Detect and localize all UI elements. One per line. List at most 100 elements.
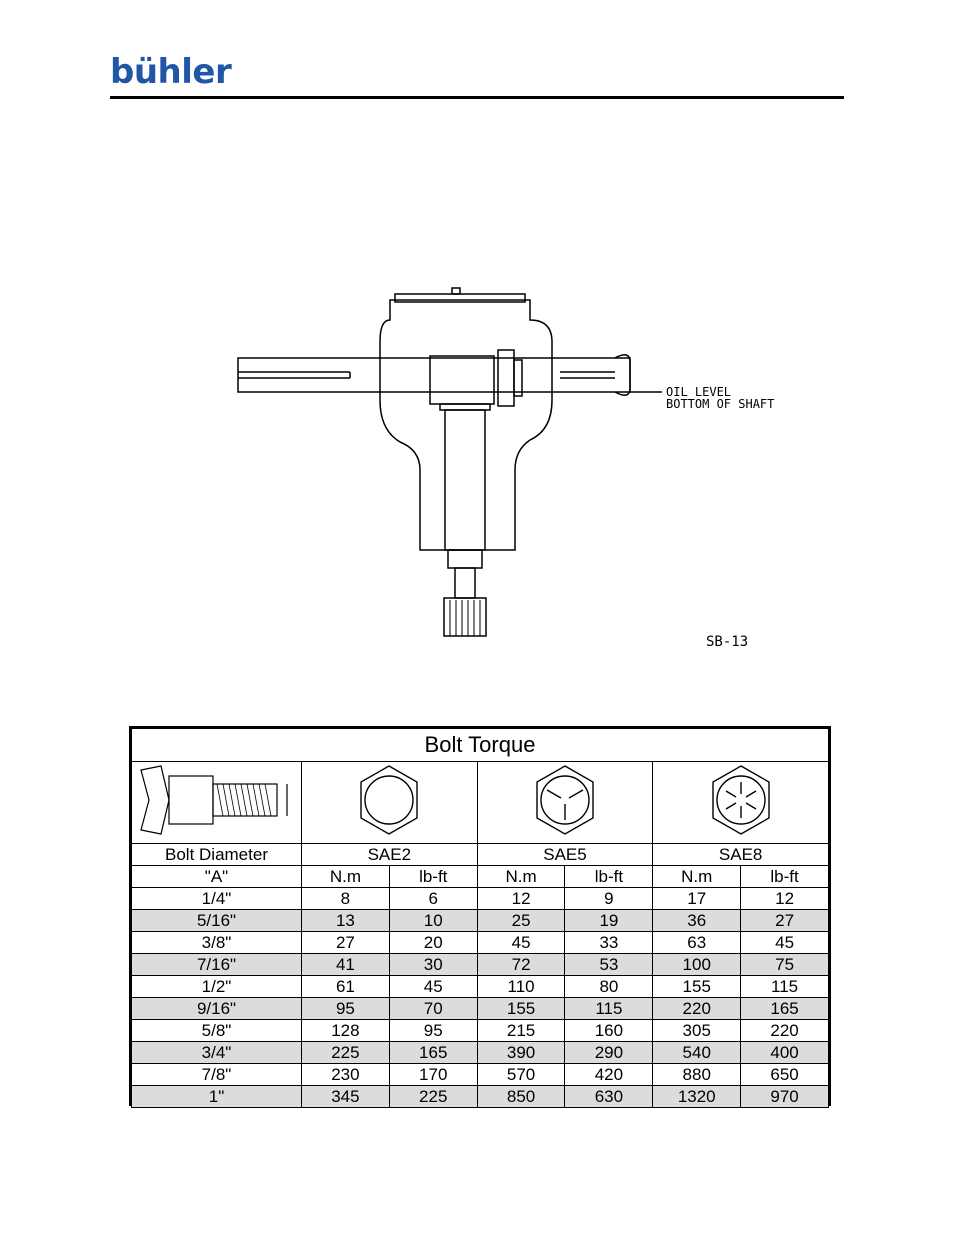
torque-value-cell: 45 [388, 975, 478, 998]
torque-value-cell: 30 [388, 953, 478, 976]
torque-value-cell: 155 [652, 975, 742, 998]
torque-value-cell: 80 [564, 975, 654, 998]
torque-value-cell: 36 [652, 909, 742, 932]
torque-value-cell: 170 [388, 1063, 478, 1086]
torque-value-cell: 305 [652, 1019, 742, 1042]
torque-value-cell: 400 [740, 1041, 829, 1064]
bolt-diameter-sub: "A" [131, 865, 302, 888]
torque-value-cell: 650 [740, 1063, 829, 1086]
torque-value-cell: 165 [388, 1041, 478, 1064]
bolt-diameter-cell: 5/8" [131, 1019, 302, 1042]
sae5-head-icon [476, 761, 654, 844]
grade-sae5: SAE5 [476, 843, 654, 866]
torque-value-cell: 70 [388, 997, 478, 1020]
torque-value-cell: 9 [564, 887, 654, 910]
torque-value-cell: 1320 [652, 1085, 742, 1108]
torque-value-cell: 290 [564, 1041, 654, 1064]
torque-value-cell: 27 [740, 909, 829, 932]
sae8-head-icon [652, 761, 829, 844]
unit-header: N.m [301, 865, 390, 888]
torque-value-cell: 115 [564, 997, 654, 1020]
torque-value-cell: 225 [388, 1085, 478, 1108]
bolt-diameter-cell: 1" [131, 1085, 302, 1108]
torque-value-cell: 100 [652, 953, 742, 976]
drawing-ref: SB-13 [706, 634, 749, 650]
torque-value-cell: 45 [476, 931, 566, 954]
torque-value-cell: 970 [740, 1085, 829, 1108]
torque-value-cell: 155 [476, 997, 566, 1020]
bolt-diameter-cell: 5/16" [131, 909, 302, 932]
unit-header: N.m [476, 865, 566, 888]
torque-value-cell: 6 [388, 887, 478, 910]
torque-value-cell: 10 [388, 909, 478, 932]
torque-value-cell: 63 [652, 931, 742, 954]
torque-value-cell: 72 [476, 953, 566, 976]
torque-value-cell: 61 [301, 975, 390, 998]
bolt-diameter-cell: 1/4" [131, 887, 302, 910]
torque-value-cell: 33 [564, 931, 654, 954]
torque-value-cell: 95 [388, 1019, 478, 1042]
torque-value-cell: 8 [301, 887, 390, 910]
torque-value-cell: 110 [476, 975, 566, 998]
bolt-diameter-cell: 9/16" [131, 997, 302, 1020]
oil-level-label: OIL LEVEL [666, 385, 732, 399]
torque-value-cell: 345 [301, 1085, 390, 1108]
bolt-diameter-cell: 3/4" [131, 1041, 302, 1064]
unit-header: lb-ft [740, 865, 829, 888]
bolt-diameter-cell: 3/8" [131, 931, 302, 954]
torque-value-cell: 53 [564, 953, 654, 976]
torque-value-cell: 128 [301, 1019, 390, 1042]
unit-header: N.m [652, 865, 742, 888]
torque-value-cell: 41 [301, 953, 390, 976]
torque-value-cell: 13 [301, 909, 390, 932]
sae2-head-icon [301, 761, 478, 844]
torque-value-cell: 390 [476, 1041, 566, 1064]
unit-header: lb-ft [388, 865, 478, 888]
torque-value-cell: 19 [564, 909, 654, 932]
torque-value-cell: 165 [740, 997, 829, 1020]
bottom-of-shaft-label: BOTTOM OF SHAFT [666, 397, 775, 411]
torque-value-cell: 540 [652, 1041, 742, 1064]
grade-sae2: SAE2 [301, 843, 478, 866]
torque-value-cell: 95 [301, 997, 390, 1020]
torque-value-cell: 850 [476, 1085, 566, 1108]
table-title: Bolt Torque [131, 728, 829, 762]
gearbox-drawing: OIL LEVEL BOTTOM OF SHAFT SB-13 [230, 280, 790, 650]
torque-value-cell: 12 [476, 887, 566, 910]
buhler-logo: bühler [110, 52, 232, 92]
bolt-diameter-cell: 1/2" [131, 975, 302, 998]
unit-header: lb-ft [564, 865, 654, 888]
torque-value-cell: 220 [740, 1019, 829, 1042]
bolt-diameter-cell: 7/16" [131, 953, 302, 976]
torque-value-cell: 27 [301, 931, 390, 954]
torque-value-cell: 20 [388, 931, 478, 954]
torque-value-cell: 45 [740, 931, 829, 954]
torque-value-cell: 17 [652, 887, 742, 910]
torque-value-cell: 880 [652, 1063, 742, 1086]
bolt-torque-table: Bolt Torque [129, 726, 831, 1108]
torque-value-cell: 220 [652, 997, 742, 1020]
bolt-icon [139, 765, 288, 835]
torque-value-cell: 570 [476, 1063, 566, 1086]
bolt-diameter-cell: 7/8" [131, 1063, 302, 1086]
bolt-diameter-label: Bolt Diameter [131, 843, 302, 866]
header-rule [110, 96, 844, 99]
torque-value-cell: 25 [476, 909, 566, 932]
torque-value-cell: 12 [740, 887, 829, 910]
torque-value-cell: 215 [476, 1019, 566, 1042]
torque-value-cell: 225 [301, 1041, 390, 1064]
grade-sae8: SAE8 [652, 843, 829, 866]
torque-value-cell: 420 [564, 1063, 654, 1086]
torque-value-cell: 630 [564, 1085, 654, 1108]
bolt-diagram-cell [131, 761, 302, 844]
